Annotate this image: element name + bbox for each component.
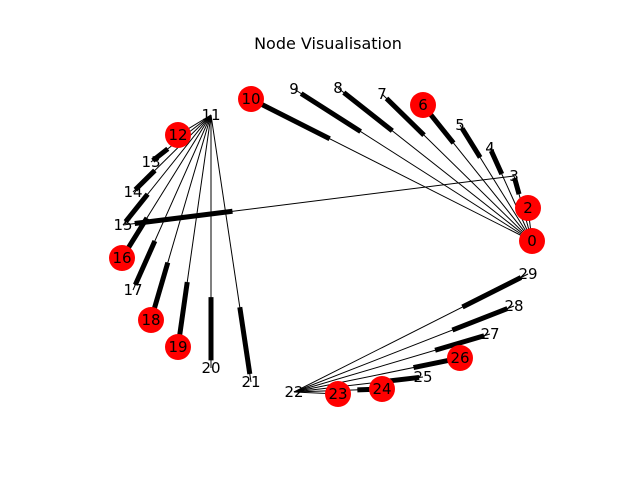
node-label-5: 5 [455, 116, 465, 134]
node-label-29: 29 [518, 265, 537, 283]
node-13: 13 [141, 153, 160, 171]
node-0: 0 [519, 228, 545, 254]
node-label-23: 23 [328, 385, 347, 403]
node-label-25: 25 [413, 368, 432, 386]
node-label-16: 16 [112, 249, 131, 267]
node-label-9: 9 [289, 80, 299, 98]
node-label-20: 20 [201, 359, 220, 377]
node-7: 7 [377, 85, 387, 103]
node-label-14: 14 [123, 183, 142, 201]
node-circle-18 [138, 307, 164, 333]
node-circle-16 [109, 245, 135, 271]
node-19: 19 [165, 334, 191, 360]
node-circle-26 [447, 345, 473, 371]
node-label-24: 24 [372, 380, 391, 398]
edge-head-22-25 [386, 374, 420, 384]
node-25: 25 [413, 368, 432, 386]
node-circle-19 [165, 334, 191, 360]
edge-head-11-19 [176, 281, 190, 341]
node-label-22: 22 [284, 383, 303, 401]
node-label-17: 17 [123, 281, 142, 299]
node-20: 20 [201, 359, 220, 377]
edge-head-11-21 [237, 306, 253, 375]
node-label-12: 12 [168, 126, 187, 144]
node-label-6: 6 [418, 96, 428, 114]
node-circle-12 [165, 122, 191, 148]
edge-head-11-17 [133, 239, 158, 286]
node-11: 11 [201, 106, 220, 124]
node-label-10: 10 [241, 90, 260, 108]
node-label-19: 19 [168, 338, 187, 356]
node-circle-23 [325, 381, 351, 407]
node-6: 6 [410, 92, 436, 118]
node-28: 28 [504, 297, 523, 315]
node-15: 15 [113, 216, 132, 234]
node-8: 8 [333, 79, 343, 97]
node-label-2: 2 [523, 199, 533, 217]
node-label-18: 18 [141, 311, 160, 329]
edge-head-22-29 [461, 275, 523, 310]
edge-head-0-9 [299, 91, 362, 134]
node-17: 17 [123, 281, 142, 299]
edge-head-22-28 [451, 306, 509, 333]
edge-head-11-18 [150, 261, 171, 315]
node-label-4: 4 [485, 139, 495, 157]
node-label-13: 13 [141, 153, 160, 171]
graph-title: Node Visualisation [254, 34, 402, 53]
node-label-27: 27 [480, 325, 499, 343]
node-24: 24 [369, 376, 395, 402]
node-label-11: 11 [201, 106, 220, 124]
node-circle-24 [369, 376, 395, 402]
edge-head-3-15 [134, 208, 233, 227]
node-label-26: 26 [450, 349, 469, 367]
node-14: 14 [123, 183, 142, 201]
node-label-3: 3 [509, 167, 519, 185]
node-label-21: 21 [241, 373, 260, 391]
node-12: 12 [165, 122, 191, 148]
node-27: 27 [480, 325, 499, 343]
node-2: 2 [515, 195, 541, 221]
edge-head-11-13 [151, 146, 170, 163]
node-23: 23 [325, 381, 351, 407]
edge-head-0-8 [342, 90, 394, 133]
node-4: 4 [485, 139, 495, 157]
node-29: 29 [518, 265, 537, 283]
node-label-28: 28 [504, 297, 523, 315]
edge-head-0-4 [488, 149, 505, 176]
node-10: 10 [238, 86, 264, 112]
edge-head-11-14 [133, 168, 157, 192]
node-26: 26 [447, 345, 473, 371]
node-18: 18 [138, 307, 164, 333]
node-label-8: 8 [333, 79, 343, 97]
node-3: 3 [509, 167, 519, 185]
edge-head-22-27 [434, 333, 485, 353]
node-22: 22 [284, 383, 303, 401]
edge-head-0-3 [512, 177, 522, 195]
node-21: 21 [241, 373, 260, 391]
node-circle-2 [515, 195, 541, 221]
edges-layer [121, 87, 533, 397]
edge-head-0-5 [460, 127, 483, 159]
node-9: 9 [289, 80, 299, 98]
edge-head-0-10 [258, 101, 331, 141]
node-16: 16 [109, 245, 135, 271]
node-circle-0 [519, 228, 545, 254]
node-5: 5 [455, 116, 465, 134]
node-label-15: 15 [113, 216, 132, 234]
node-circle-6 [410, 92, 436, 118]
node-circle-10 [238, 86, 264, 112]
node-label-7: 7 [377, 85, 387, 103]
edge-head-11-15 [123, 192, 150, 224]
node-label-0: 0 [527, 232, 537, 250]
edge-head-0-7 [384, 96, 426, 137]
